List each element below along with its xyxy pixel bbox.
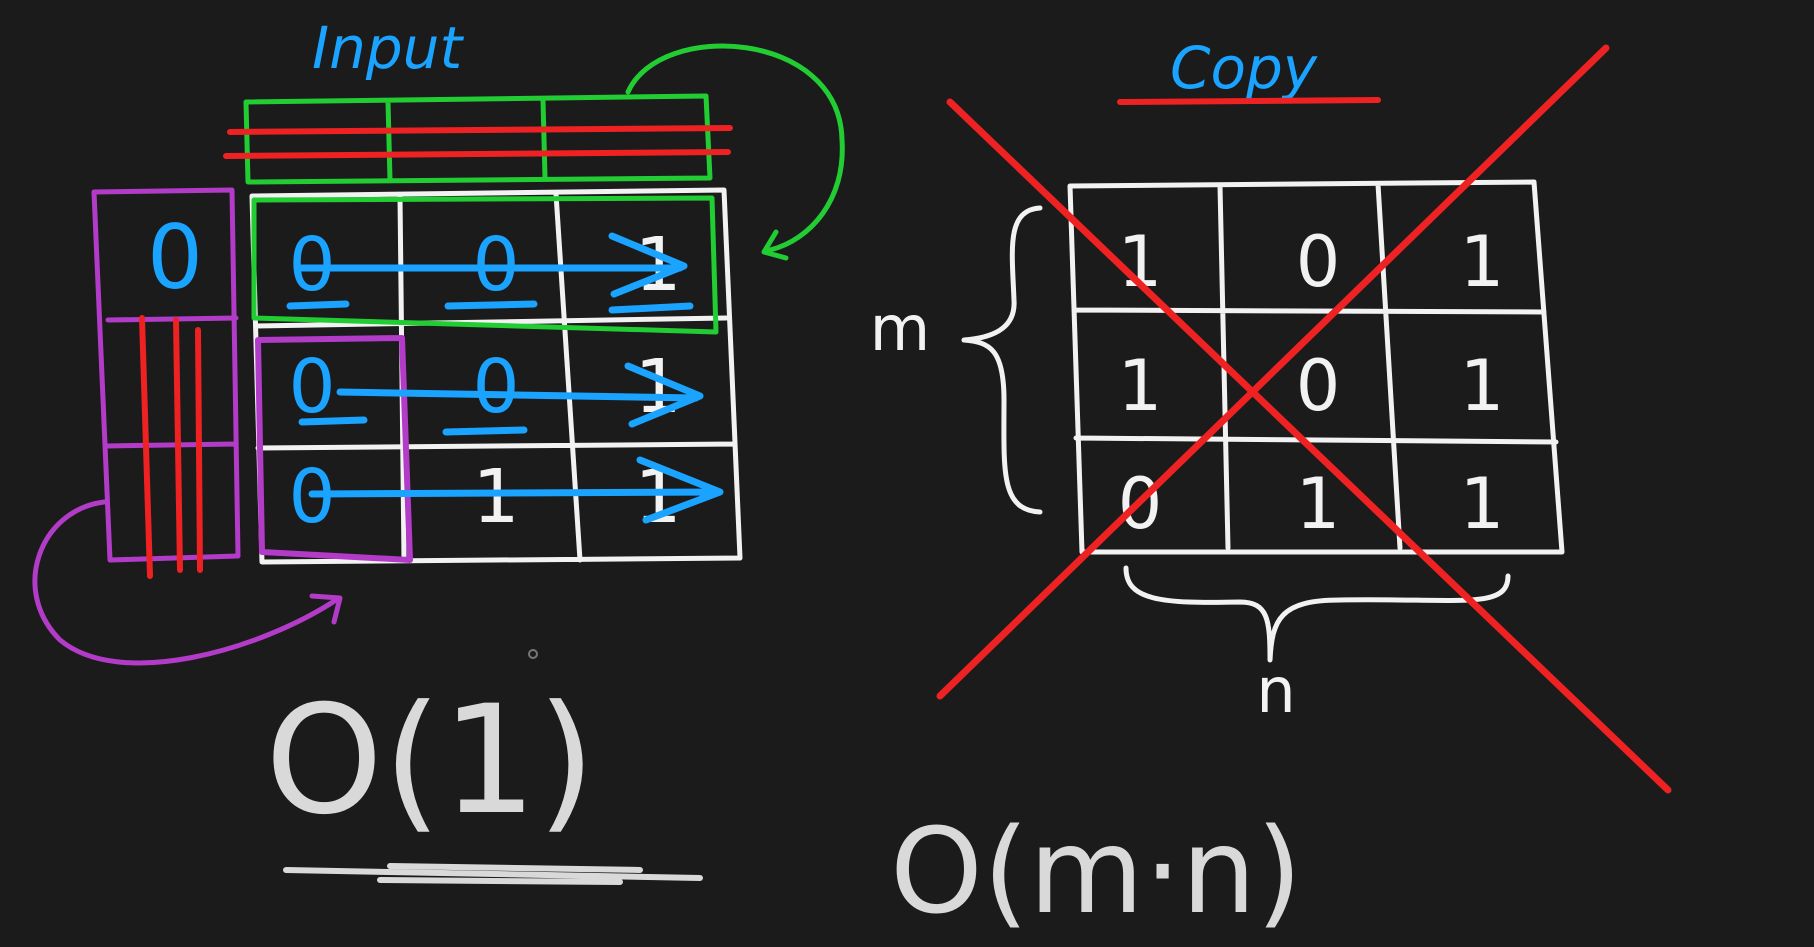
column-marker-value: 0 [147, 206, 203, 309]
column-copy-arrow [32, 499, 343, 666]
first-column-highlight [255, 335, 413, 563]
copy-cell-0-1: 0 [1296, 221, 1341, 303]
input-cell-1-0: 0 [288, 344, 335, 430]
copy-cell-1-0: 1 [1118, 345, 1163, 427]
first-row-marker-strip [243, 93, 713, 185]
zero-underlines [286, 300, 694, 436]
in-place-complexity: O(1) [265, 674, 596, 848]
column-strike-lines [139, 315, 203, 579]
row-arrow-1 [296, 232, 688, 298]
copy-cell-0-2: 1 [1460, 221, 1505, 303]
input-grid [249, 187, 743, 565]
copy-title: Copy [1170, 34, 1318, 102]
row-count-label: m [870, 292, 930, 365]
copy-cell-1-2: 1 [1460, 345, 1505, 427]
copy-cell-2-2: 1 [1460, 463, 1505, 545]
input-title: Input [312, 14, 464, 82]
input-cell-2-1: 1 [472, 454, 519, 540]
copy-cell-2-1: 1 [1296, 463, 1341, 545]
row-count-brace [961, 205, 1043, 515]
copy-cell-1-1: 0 [1296, 345, 1341, 427]
row-arrow-3 [308, 456, 724, 524]
copy-cell-0-0: 1 [1118, 221, 1163, 303]
in-place-underline [283, 863, 703, 885]
input-cell-1-1: 0 [472, 344, 519, 430]
row-copy-arrow [625, 43, 845, 261]
copy-grid [1067, 179, 1565, 555]
rejected-cross [936, 44, 1672, 794]
column-count-label: n [1256, 654, 1295, 727]
first-row-highlight [251, 195, 719, 335]
copy-title-underline [1117, 97, 1381, 105]
stray-dot [528, 649, 538, 659]
column-count-brace [1123, 565, 1511, 663]
copy-complexity: O(m·n) [890, 802, 1302, 940]
first-column-marker-strip [91, 187, 241, 563]
row-arrow-2 [336, 362, 704, 428]
strip-strike-lines [223, 125, 733, 159]
